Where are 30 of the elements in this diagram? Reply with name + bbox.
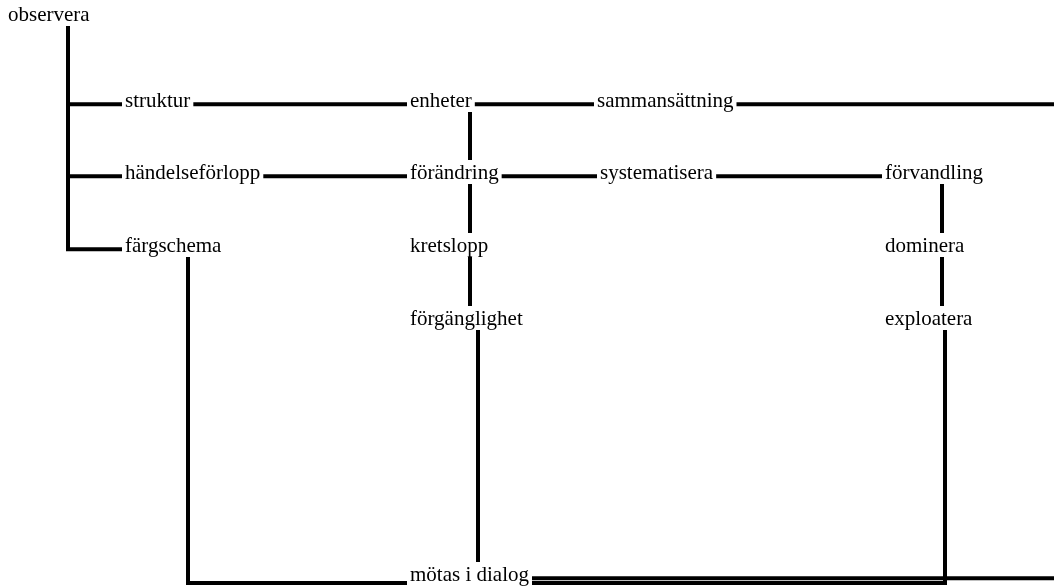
- connector-line: [66, 26, 122, 252]
- connector-line: [736, 102, 1054, 107]
- connector-line: [532, 330, 947, 585]
- node-label: färgschema: [122, 233, 225, 257]
- connector-line: [716, 174, 882, 179]
- node-label: mötas i dialog: [407, 562, 532, 586]
- connector-line: [186, 257, 407, 585]
- node-label: sammansättning: [594, 88, 737, 112]
- connector-line: [263, 174, 407, 179]
- connector-line: [940, 184, 944, 233]
- connector-line: [501, 174, 597, 179]
- node-label: förgänglighet: [407, 306, 526, 330]
- node-label: förändring: [407, 160, 502, 184]
- connector-line: [468, 257, 472, 306]
- node-label: observera: [5, 2, 93, 26]
- connector-line: [193, 102, 407, 107]
- node-label: struktur: [122, 88, 194, 112]
- connector-line: [468, 112, 472, 160]
- connector-line: [532, 576, 1054, 581]
- node-label: dominera: [882, 233, 968, 257]
- node-label: systematisera: [597, 160, 717, 184]
- node-label: kretslopp: [407, 233, 492, 257]
- node-label: förvandling: [882, 160, 986, 184]
- node-label: händelseförlopp: [122, 160, 264, 184]
- node-label: enheter: [407, 88, 475, 112]
- connector-line: [468, 184, 472, 233]
- connector-line: [940, 257, 944, 306]
- connector-line: [474, 102, 594, 107]
- node-label: exploatera: [882, 306, 976, 330]
- connector-line: [476, 330, 480, 562]
